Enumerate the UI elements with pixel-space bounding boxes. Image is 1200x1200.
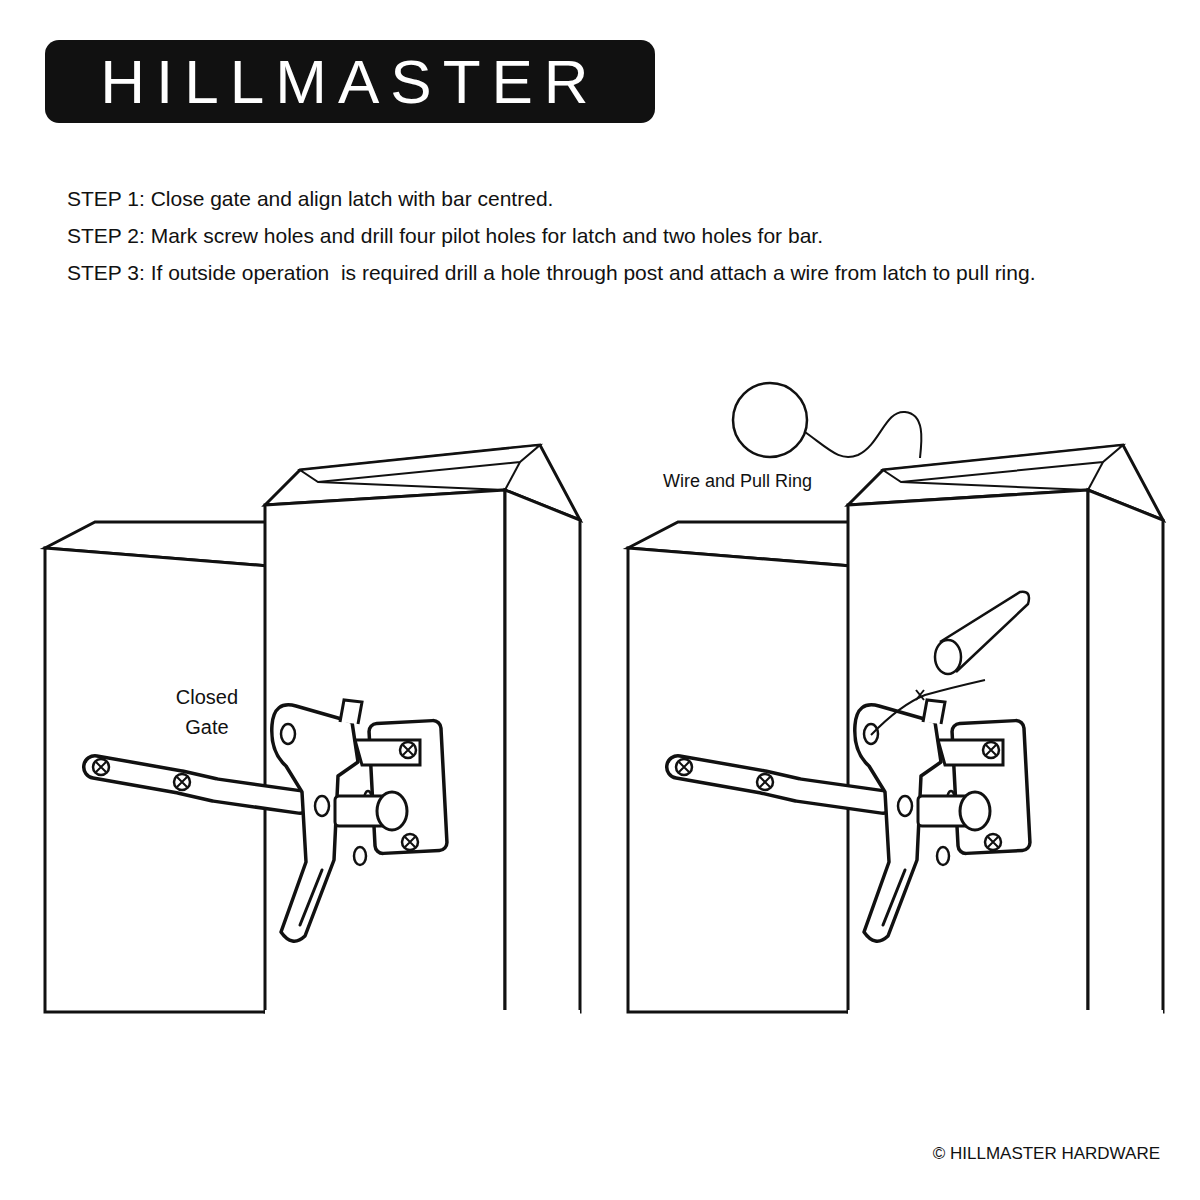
latch-wire bbox=[871, 680, 985, 735]
drill-hole-end bbox=[935, 640, 961, 674]
instruction-step: STEP 3: If outside operation is required… bbox=[67, 260, 1035, 286]
callout-label: Wire and Pull Ring bbox=[663, 470, 812, 493]
wire bbox=[805, 412, 921, 458]
gate-and-latch bbox=[45, 445, 580, 1012]
callout-label: Closed Gate bbox=[166, 682, 248, 742]
instruction-step: STEP 2: Mark screw holes and drill four … bbox=[67, 223, 823, 249]
copyright-note: © HILLMASTER HARDWARE bbox=[933, 1143, 1160, 1164]
logo-box: HILLMASTER bbox=[45, 40, 655, 123]
brand-name: HILLMASTER bbox=[100, 51, 599, 113]
gate-and-latch-with-wire bbox=[628, 445, 1163, 1012]
pull-ring bbox=[733, 383, 807, 457]
instruction-step: STEP 1: Close gate and align latch with … bbox=[67, 186, 553, 212]
